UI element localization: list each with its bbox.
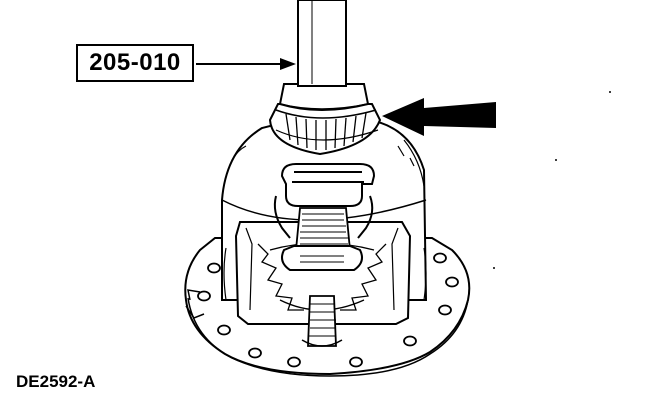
pinion-gear bbox=[295, 207, 351, 251]
spring-clip bbox=[273, 163, 376, 271]
bolt-hole bbox=[403, 335, 417, 347]
bolt-hole bbox=[438, 304, 452, 316]
pinion-shaft bbox=[301, 295, 343, 347]
bolt-hole bbox=[287, 356, 301, 368]
bolt-hole bbox=[433, 252, 447, 264]
bearing bbox=[268, 103, 382, 156]
bolt-hole bbox=[248, 347, 262, 359]
leader-arrow-icon bbox=[196, 58, 296, 70]
tool-shaft bbox=[297, 0, 347, 87]
puller-collar bbox=[278, 83, 370, 111]
bolt-hole bbox=[217, 324, 231, 336]
bolt-hole bbox=[349, 356, 363, 368]
figure-id-label: DE2592-A bbox=[16, 372, 96, 391]
solid-arrow-icon bbox=[382, 98, 496, 136]
bolt-hole bbox=[207, 262, 221, 274]
stray-marks bbox=[493, 91, 611, 269]
bolt-hole bbox=[445, 276, 459, 288]
bolt-hole bbox=[197, 290, 211, 302]
flange-bolt-holes bbox=[197, 252, 459, 368]
tool-number-callout: 205-010 bbox=[76, 44, 194, 82]
